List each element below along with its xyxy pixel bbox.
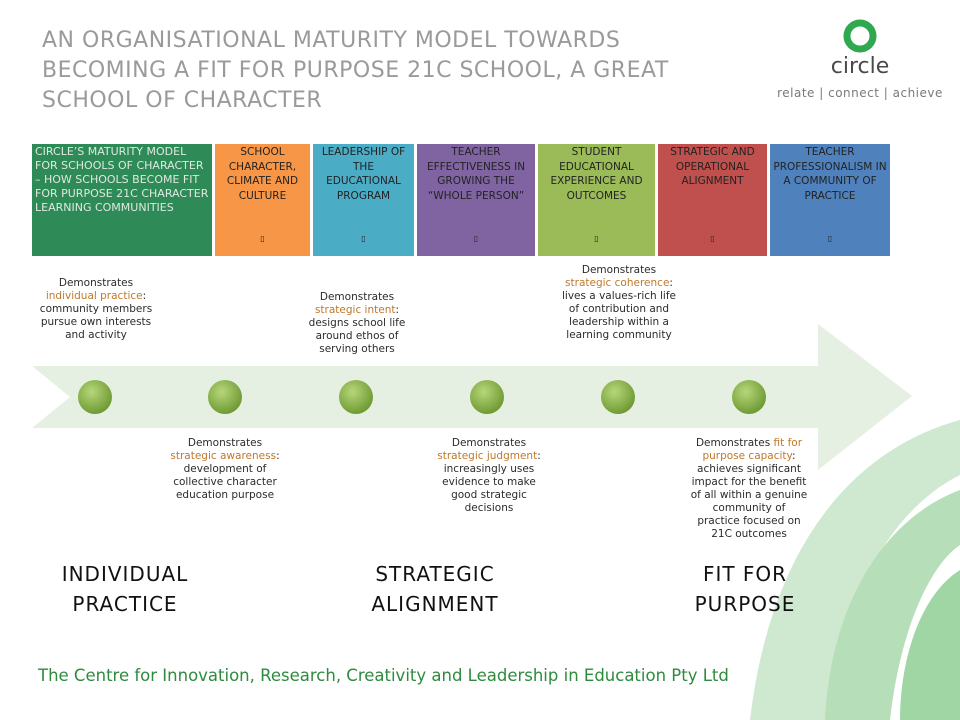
stage-dot-2	[208, 380, 242, 414]
header-cell-teacher-professionalism: TEACHER PROFESSIONALISM IN A COMMUNITY O…	[770, 144, 890, 256]
maturity-header-row: CIRCLE’S MATURITY MODEL FOR SCHOOLS OF C…	[32, 144, 928, 256]
stage-dot-1	[78, 380, 112, 414]
stage-note-strategic-coherence: Demonstrates strategic coherence: lives …	[561, 264, 677, 341]
stage-label-individual-practice: INDIVIDUAL PRACTICE	[61, 562, 189, 616]
footer-organisation: The Centre for Innovation, Research, Cre…	[38, 666, 729, 685]
header-cell-student-experience: STUDENT EDUCATIONAL EXPERIENCE AND OUTCO…	[538, 144, 655, 256]
stage-note-strategic-awareness: Demonstrates strategic awareness: develo…	[170, 437, 280, 501]
header-cell-intro: CIRCLE’S MATURITY MODEL FOR SCHOOLS OF C…	[32, 144, 212, 256]
placeholder-glyph: ▯	[827, 234, 833, 243]
placeholder-glyph: ▯	[594, 234, 599, 243]
stage-note-fit-for-purpose: Demonstrates fit for purpose capacity: a…	[690, 437, 808, 540]
placeholder-glyph: ▯	[361, 234, 366, 243]
logo-tagline: relate | connect | achieve	[777, 86, 943, 100]
stage-dot-4	[470, 380, 504, 414]
stage-dot-5	[601, 380, 635, 414]
placeholder-glyph: ▯	[473, 234, 479, 243]
stage-note-strategic-judgment: Demonstrates strategic judgment: increas…	[437, 437, 541, 514]
stage-note-individual-practice: Demonstrates individual practice: commun…	[39, 277, 153, 341]
placeholder-glyph: ▯	[260, 234, 265, 243]
stage-dot-6	[732, 380, 766, 414]
ring-icon	[843, 19, 877, 53]
page-title: AN ORGANISATIONAL MATURITY MODEL TOWARDS…	[42, 28, 669, 113]
decorative-swoosh	[750, 420, 960, 720]
logo-word: circle	[830, 54, 890, 79]
placeholder-glyph: ▯	[710, 234, 715, 243]
stage-dot-3	[339, 380, 373, 414]
circle-logo: circle relate | connect | achieve	[760, 14, 960, 114]
header-cell-school-character: SCHOOL CHARACTER, CLIMATE AND CULTURE ▯	[215, 144, 310, 256]
stage-note-strategic-intent: Demonstrates strategic intent: designs s…	[308, 291, 406, 355]
header-cell-strategic-alignment: STRATEGIC AND OPERATIONAL ALIGNMENT ▯	[658, 144, 767, 256]
stage-label-strategic-alignment: STRATEGIC ALIGNMENT	[371, 562, 499, 616]
header-cell-teacher-effectiveness: TEACHER EFFECTIVENESS IN GROWING THE “WH…	[417, 144, 535, 256]
header-cell-leadership: LEADERSHIP OF THE EDUCATIONAL PROGRAM ▯	[313, 144, 414, 256]
stage-label-fit-for-purpose: FIT FOR PURPOSE	[694, 562, 796, 616]
